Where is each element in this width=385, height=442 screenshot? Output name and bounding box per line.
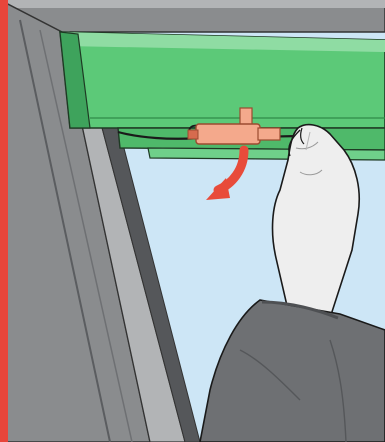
- window-frame-top-highlight: [0, 0, 385, 8]
- blind-cassette: [60, 32, 385, 128]
- red-edge-stripe: [0, 0, 8, 442]
